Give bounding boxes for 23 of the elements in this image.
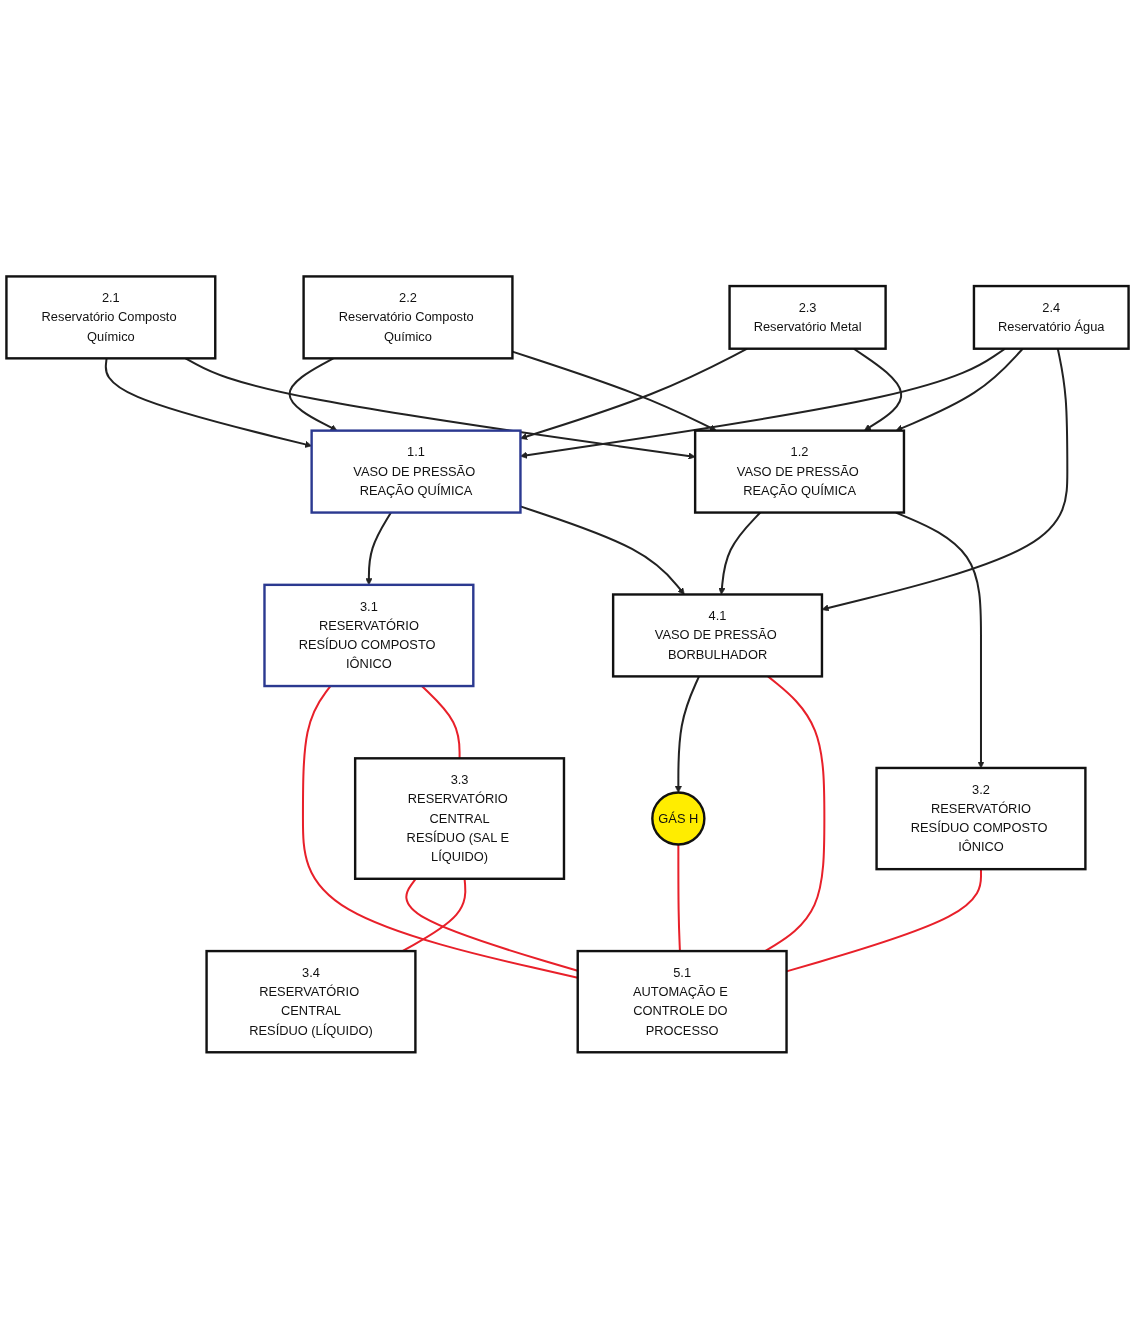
- node-box: 2.3 Reservatório Metal: [728, 285, 887, 351]
- node-box: 2.1 Reservatório Composto Químico: [5, 275, 217, 360]
- arrow: [520, 348, 1006, 459]
- node-box: 4.1 VASO DE PRESSÃO BORBULHADOR: [611, 593, 824, 678]
- connector: [405, 878, 578, 972]
- arrow: [104, 358, 312, 448]
- arrow: [821, 348, 1069, 612]
- arrow: [718, 512, 761, 595]
- arrow: [520, 505, 685, 595]
- node-box: 3.3 RESERVATÓRIO CENTRAL RESÍDUO (SAL E LÍQUIDO): [353, 757, 566, 881]
- node-box: 1.2 VASO DE PRESSÃO REAÇÃO QUÍMICA: [693, 429, 906, 514]
- connector: [677, 844, 681, 952]
- arrow: [674, 676, 700, 793]
- node-box: 2.2 Reservatório Composto Químico: [302, 275, 514, 360]
- node-circle: GÁS H: [651, 791, 706, 846]
- node-box: 3.4 RESERVATÓRIO CENTRAL RESÍDUO (LÍQUIDO): [205, 950, 417, 1054]
- node-box: 1.1 VASO DE PRESSÃO REAÇÃO QUÍMICA: [310, 429, 522, 514]
- connector: [786, 869, 982, 973]
- arrow: [895, 348, 1024, 432]
- node-box: 5.1 AUTOMAÇÃO E CONTROLE DO PROCESSO: [576, 950, 788, 1054]
- node-box: 3.1 RESERVATÓRIO RESÍDUO COMPOSTO IÔNICO: [263, 583, 475, 688]
- node-box: 2.4 Reservatório Água: [972, 285, 1130, 351]
- node-box: 3.2 RESERVATÓRIO RESÍDUO COMPOSTO IÔNICO: [875, 766, 1087, 871]
